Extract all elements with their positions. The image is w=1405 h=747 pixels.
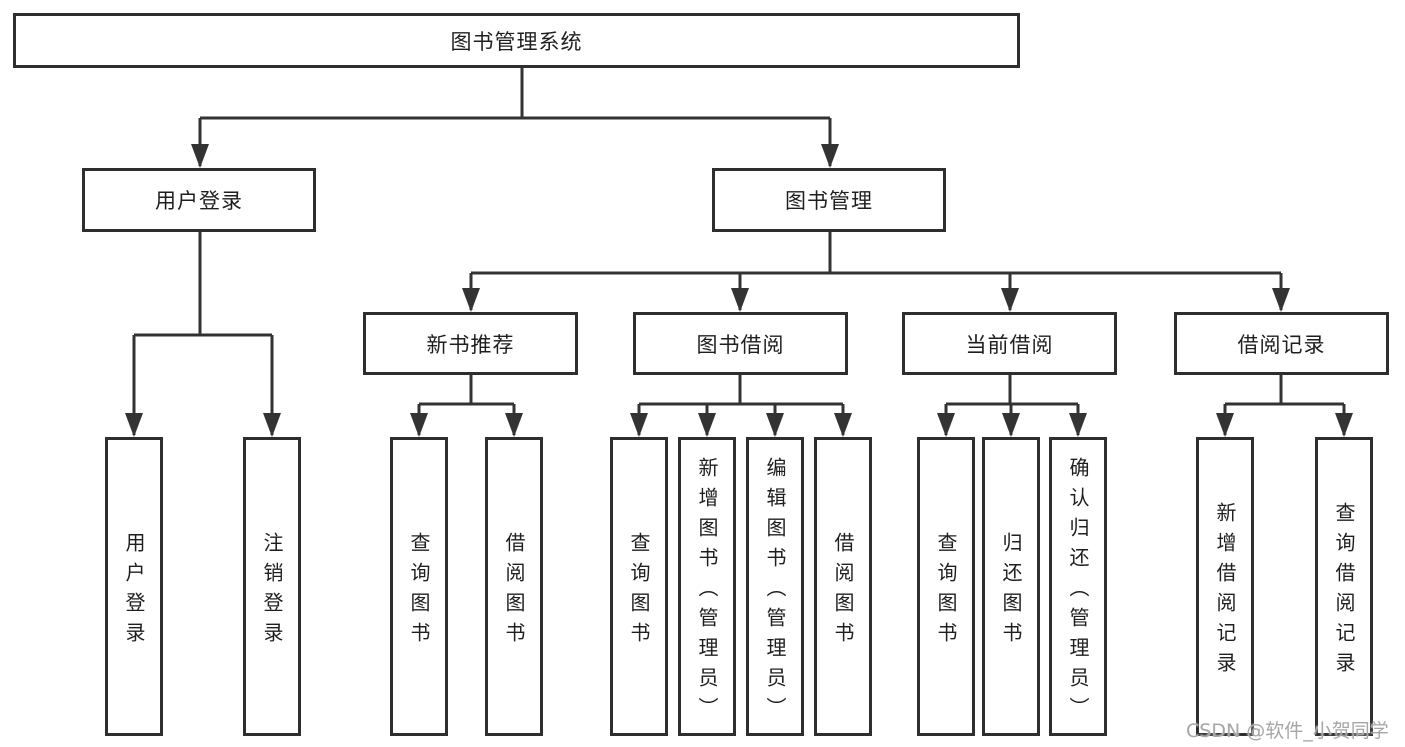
leaf-add-borrow-record: 新增借阅记录 bbox=[1196, 437, 1254, 736]
node-book-borrowing: 图书借阅 bbox=[633, 312, 848, 375]
leaf-borrow-query-books: 查询图书 bbox=[610, 437, 668, 736]
leaf-add-borrow-record-label: 新增借阅记录 bbox=[1213, 501, 1237, 682]
node-book-management: 图书管理 bbox=[712, 168, 946, 232]
leaf-add-books-admin: 新增图书（管理员） bbox=[678, 437, 736, 736]
node-borrowing-records-label: 借阅记录 bbox=[1237, 332, 1326, 357]
leaf-query-borrow-record: 查询借阅记录 bbox=[1315, 437, 1373, 736]
leaf-newbook-query-books: 查询图书 bbox=[390, 437, 448, 736]
leaf-current-query-books: 查询图书 bbox=[917, 437, 975, 736]
leaf-logout-label: 注销登录 bbox=[260, 531, 284, 652]
node-book-management-label: 图书管理 bbox=[785, 189, 873, 213]
leaf-return-books-label: 归还图书 bbox=[999, 531, 1023, 652]
leaf-edit-books-admin-label: 编辑图书（管理员） bbox=[763, 456, 787, 727]
leaf-logout: 注销登录 bbox=[243, 437, 301, 736]
leaf-current-query-books-label: 查询图书 bbox=[934, 531, 958, 652]
leaf-add-books-admin-label: 新增图书（管理员） bbox=[695, 456, 719, 727]
arrowheads bbox=[125, 144, 1353, 437]
node-new-book-recommendation-label: 新书推荐 bbox=[426, 332, 515, 357]
node-book-borrowing-label: 图书借阅 bbox=[696, 332, 785, 357]
leaf-confirm-return-admin: 确认归还（管理员） bbox=[1049, 437, 1107, 736]
leaf-user-login-label: 用户登录 bbox=[122, 531, 146, 652]
node-current-borrowing-label: 当前借阅 bbox=[965, 332, 1054, 357]
leaf-borrow-query-books-label: 查询图书 bbox=[627, 531, 651, 652]
leaf-query-borrow-record-label: 查询借阅记录 bbox=[1332, 501, 1356, 682]
node-root-label: 图书管理系统 bbox=[450, 29, 583, 54]
node-user-login: 用户登录 bbox=[82, 168, 316, 232]
leaf-newbook-borrow-books: 借阅图书 bbox=[485, 437, 543, 736]
leaf-confirm-return-admin-label: 确认归还（管理员） bbox=[1066, 456, 1090, 727]
leaf-return-books: 归还图书 bbox=[982, 437, 1040, 736]
leaf-edit-books-admin: 编辑图书（管理员） bbox=[746, 437, 804, 736]
leaf-borrow-books: 借阅图书 bbox=[814, 437, 872, 736]
leaf-borrow-books-label: 借阅图书 bbox=[831, 531, 855, 652]
node-borrowing-records: 借阅记录 bbox=[1174, 312, 1389, 375]
leaf-newbook-query-books-label: 查询图书 bbox=[407, 531, 431, 652]
node-new-book-recommendation: 新书推荐 bbox=[363, 312, 578, 375]
leaf-newbook-borrow-books-label: 借阅图书 bbox=[502, 531, 526, 652]
node-root: 图书管理系统 bbox=[13, 13, 1020, 68]
node-current-borrowing: 当前借阅 bbox=[902, 312, 1117, 375]
connector-paths bbox=[132, 68, 1346, 435]
csdn-watermark: CSDN @软件_小贺同学 bbox=[1186, 720, 1389, 742]
leaf-user-login: 用户登录 bbox=[105, 437, 163, 736]
node-user-login-label: 用户登录 bbox=[155, 189, 243, 213]
